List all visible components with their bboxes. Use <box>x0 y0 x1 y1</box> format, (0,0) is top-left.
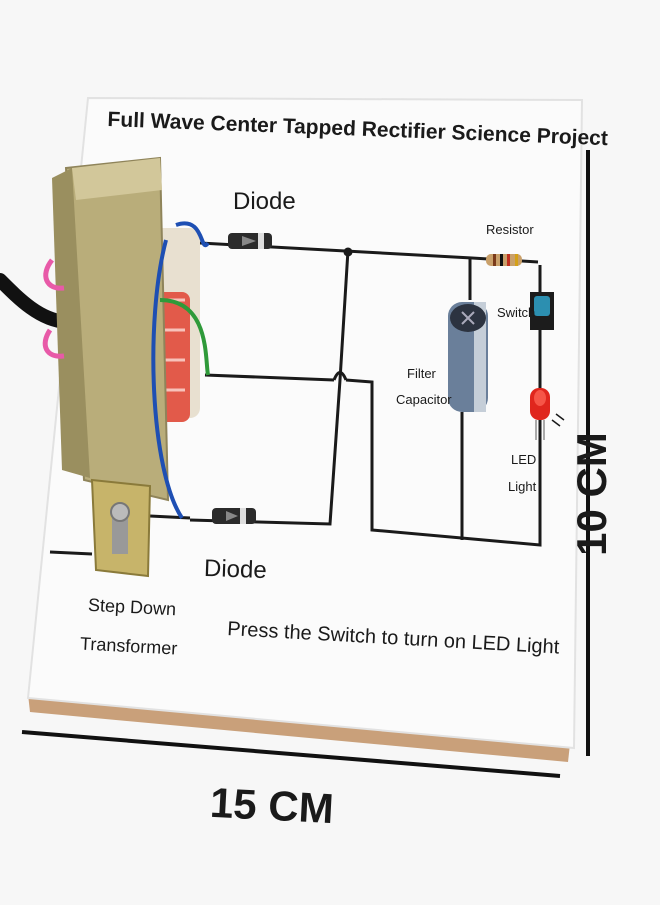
resistor-component <box>486 254 522 266</box>
resistor-label: Resistor <box>486 222 534 237</box>
diode-top-component <box>228 233 272 249</box>
width-dimension-label: 15 CM <box>208 778 335 833</box>
switch-component <box>530 292 554 330</box>
height-dimension-label: 10 CM <box>567 432 615 556</box>
junction-dot <box>343 247 353 257</box>
filter-label: Filter <box>407 366 436 381</box>
width-dimension-line <box>21 730 561 778</box>
light-label: Light <box>508 479 537 494</box>
switch-label: Switch <box>497 305 536 320</box>
led-component <box>530 388 565 440</box>
capacitor-label: Capacitor <box>396 392 452 407</box>
diode-bottom-component <box>212 508 256 524</box>
diode-top-label: Diode <box>233 188 296 215</box>
wire-crossover <box>332 371 348 381</box>
led-label: LED <box>511 452 537 467</box>
transformer-component <box>42 156 210 578</box>
diode-bottom-label: Diode <box>203 554 268 585</box>
filter-capacitor-component <box>448 302 488 412</box>
